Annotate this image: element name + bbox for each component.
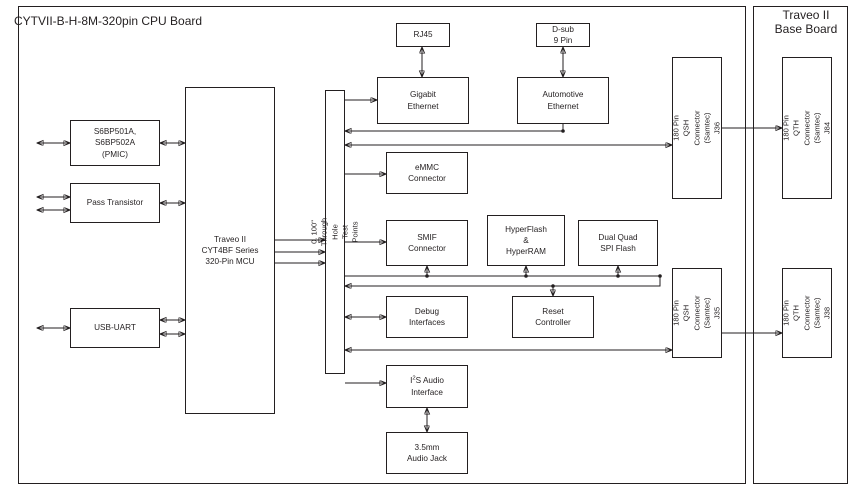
block-qth-connector-j38-label: 180 Pin QTH Connector (Samtec) J38 <box>781 295 832 331</box>
block-qth-connector-j84-label: 180 Pin QTH Connector (Samtec) J84 <box>781 110 832 146</box>
block-qth-connector-j84[interactable]: 180 Pin QTH Connector (Samtec) J84 <box>781 57 832 199</box>
block-qth-connector-j38[interactable]: 180 Pin QTH Connector (Samtec) J38 <box>781 268 832 358</box>
block-hyperflash-hyperram-label: HyperFlash & HyperRAM <box>505 224 547 257</box>
block-mcu[interactable]: Traveo II CYT4BF Series 320-Pin MCU <box>185 87 275 414</box>
block-pmic-label: S6BP501A, S6BP502A (PMIC) <box>93 127 137 159</box>
block-test-points[interactable]: 0. 100" Through Hole Test Points <box>309 90 359 374</box>
block-qsh-connector-j35[interactable]: 180 Pin QSH Connector (Samtec) J35 <box>671 268 722 358</box>
block-reset-controller[interactable]: Reset Controller <box>512 296 594 338</box>
block-emmc-connector[interactable]: eMMC Connector <box>386 152 468 194</box>
block-dsub-label: D-sub 9 Pin <box>552 24 574 45</box>
block-rj45[interactable]: RJ45 <box>396 23 450 47</box>
block-smif-connector[interactable]: SMIF Connector <box>386 220 468 266</box>
base-board-title: Traveo II Base Board <box>774 8 838 37</box>
block-dual-quad-spi-flash[interactable]: Dual Quad SPI Flash <box>578 220 658 266</box>
block-test-points-label: 0. 100" Through Hole Test Points <box>309 217 360 247</box>
block-gigabit-ethernet[interactable]: Gigabit Ethernet <box>377 77 469 124</box>
block-audio-jack-label: 3.5mm Audio Jack <box>406 442 448 463</box>
block-qsh-connector-j35-label: 180 Pin QSH Connector (Samtec) J35 <box>671 295 722 331</box>
block-pass-transistor-label: Pass Transistor <box>86 198 144 208</box>
block-gigabit-ethernet-label: Gigabit Ethernet <box>407 90 439 111</box>
block-automotive-ethernet[interactable]: Automotive Ethernet <box>517 77 609 124</box>
block-rj45-label: RJ45 <box>413 30 433 40</box>
block-pmic[interactable]: S6BP501A, S6BP502A (PMIC) <box>70 120 160 166</box>
block-reset-controller-label: Reset Controller <box>535 306 571 327</box>
block-automotive-ethernet-label: Automotive Ethernet <box>542 90 584 111</box>
cpu-board-title: CYTVII-B-H-8M-320pin CPU Board <box>14 14 203 28</box>
block-debug-interfaces[interactable]: Debug Interfaces <box>386 296 468 338</box>
block-smif-connector-label: SMIF Connector <box>408 232 446 253</box>
block-dual-quad-spi-flash-label: Dual Quad SPI Flash <box>598 232 638 253</box>
block-usb-uart[interactable]: USB-UART <box>70 308 160 348</box>
block-mcu-label: Traveo II CYT4BF Series 320-Pin MCU <box>201 234 259 267</box>
block-hyperflash-hyperram[interactable]: HyperFlash & HyperRAM <box>487 215 565 266</box>
block-debug-interfaces-label: Debug Interfaces <box>409 306 445 327</box>
block-qsh-connector-j36[interactable]: 180 Pin QSH Connector (Samtec) J36 <box>671 57 722 199</box>
block-pass-transistor[interactable]: Pass Transistor <box>70 183 160 223</box>
block-dsub[interactable]: D-sub 9 Pin <box>536 23 590 47</box>
block-audio-jack[interactable]: 3.5mm Audio Jack <box>386 432 468 474</box>
block-qsh-connector-j36-label: 180 Pin QSH Connector (Samtec) J36 <box>671 110 722 146</box>
block-usb-uart-label: USB-UART <box>94 323 136 333</box>
block-emmc-connector-label: eMMC Connector <box>408 162 446 183</box>
